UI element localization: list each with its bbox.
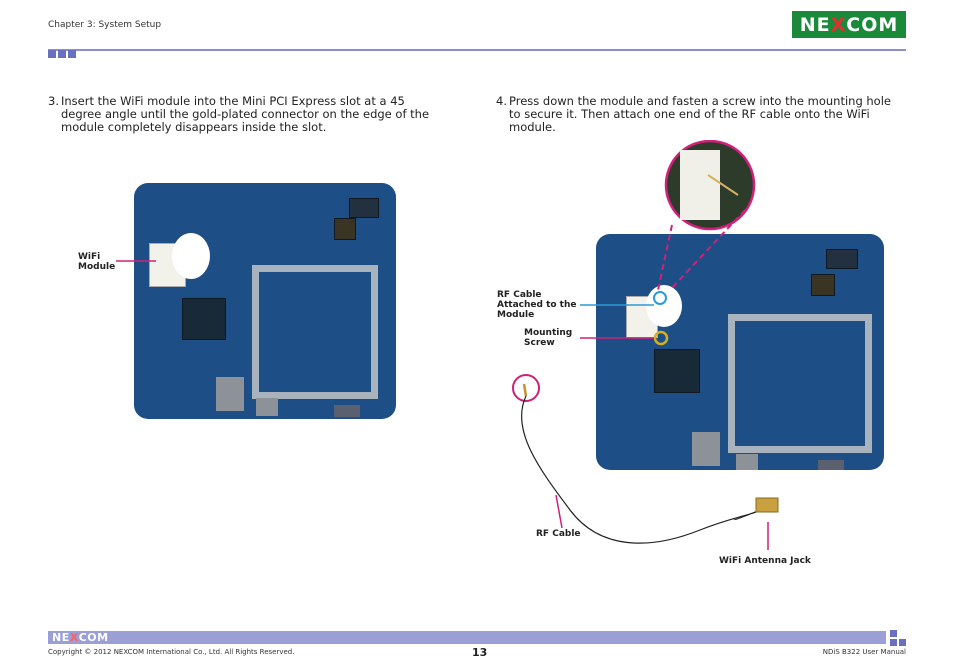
header-square-3 (68, 50, 76, 58)
footer-square-1 (890, 630, 897, 637)
ethernet-port (216, 377, 244, 411)
step-3-paragraph: 3. Insert the WiFi module into the Mini … (48, 95, 448, 134)
heatsink-bracket (252, 265, 378, 399)
rf-cable-end-circle (512, 374, 540, 402)
motherboard-image-left (134, 183, 396, 419)
usb-port-right (736, 454, 758, 470)
motherboard-image-right (596, 234, 884, 470)
label-rf-attached: RF Cable Attached to the Module (497, 290, 577, 320)
label-mounting-screw: Mounting Screw (524, 328, 573, 348)
inductor (334, 218, 356, 240)
zoom-highlight-right (646, 285, 682, 327)
footer-bar (48, 631, 886, 644)
zoom-highlight-left (172, 233, 210, 279)
connector-block (349, 198, 379, 218)
copyright-text: Copyright © 2012 NEXCOM International Co… (48, 648, 295, 656)
footer-square-3 (899, 639, 906, 646)
mounting-screw-marker (653, 330, 669, 346)
heatsink-bracket-right (728, 314, 872, 453)
label-rf-cable: RF Cable (536, 529, 581, 539)
manual-title: NDiS B322 User Manual (822, 648, 906, 656)
zoom-dash-left (657, 224, 673, 291)
chapter-title: Chapter 3: System Setup (48, 20, 162, 30)
step-3-text: Insert the WiFi module into the Mini PCI… (61, 94, 430, 134)
footer-square-2 (890, 639, 897, 646)
right-figure-overlays (653, 140, 761, 520)
chipset (182, 298, 226, 340)
rf-cable-wire (521, 395, 763, 544)
vga-port (334, 405, 360, 417)
chipset-right (654, 349, 700, 393)
nexcom-logo: NEXCOM (792, 11, 906, 38)
rf-cable-connector (522, 383, 528, 397)
header-square-1 (48, 50, 56, 58)
label-wifi-antenna-jack: WiFi Antenna Jack (719, 556, 811, 566)
right-callout-lines (580, 304, 654, 339)
connector-block-right (826, 249, 858, 269)
zoom-module-label (680, 150, 720, 220)
antenna-jack-body (755, 497, 779, 513)
step-3-number: 3. (48, 94, 59, 108)
label-wifi-module: WiFi Module (78, 252, 116, 272)
page-number: 13 (472, 646, 488, 659)
ethernet-port-right (692, 432, 720, 466)
inductor-right (811, 274, 835, 296)
header-divider (48, 49, 906, 51)
wifi-module-leader-line (116, 260, 156, 262)
vga-port-right (818, 460, 844, 470)
step-4-number: 4. (496, 94, 507, 108)
footer-logo: NEXCOM (52, 631, 109, 644)
header-square-2 (58, 50, 66, 58)
step-4-paragraph: 4. Press down the module and fasten a sc… (496, 95, 906, 134)
rf-attach-marker (653, 291, 667, 305)
rf-cable-leader (555, 494, 563, 529)
zoom-dash-right (669, 209, 746, 291)
zoom-rf-connector (707, 174, 739, 196)
rf-cable-figure (512, 374, 779, 550)
usb-port (256, 398, 278, 416)
step-4-text: Press down the module and fasten a screw… (509, 94, 891, 134)
